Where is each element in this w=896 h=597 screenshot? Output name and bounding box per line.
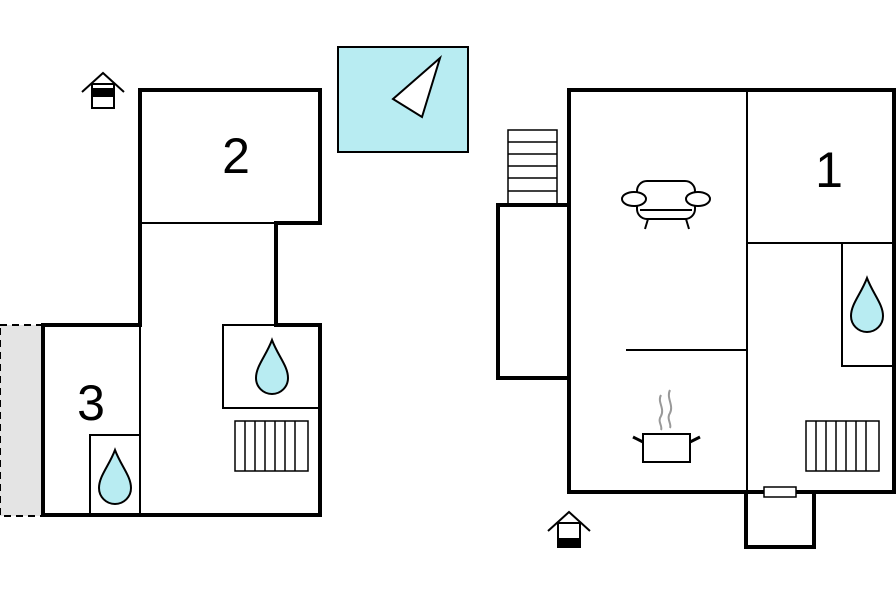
cooking-pot-icon (632, 389, 701, 463)
house-entrance-icon (547, 510, 591, 548)
bathroom-left-enclosure (222, 324, 321, 409)
stairs-icon (507, 129, 558, 205)
bathroom-room3-enclosure (89, 434, 141, 516)
right-building: 1 (496, 88, 896, 549)
radiator-icon (234, 420, 309, 472)
room-number-1: 1 (815, 142, 843, 198)
door-threshold (763, 486, 797, 498)
pool-icon (337, 46, 469, 153)
radiator-icon (805, 420, 880, 472)
right-annex-walls (496, 203, 569, 380)
house-entrance-icon (81, 71, 125, 109)
room-number-3: 3 (77, 375, 105, 431)
right-porch-walls (744, 492, 816, 549)
water-drop-icon (254, 337, 290, 395)
left-building: 2 3 (0, 71, 322, 517)
bathroom-right-enclosure (841, 242, 895, 367)
water-drop-icon (849, 275, 885, 333)
water-drop-icon (97, 447, 133, 505)
room-number-2: 2 (222, 128, 250, 184)
sofa-icon (621, 180, 711, 230)
left-building-outer-walls (41, 88, 322, 517)
terrace-left (0, 324, 43, 517)
